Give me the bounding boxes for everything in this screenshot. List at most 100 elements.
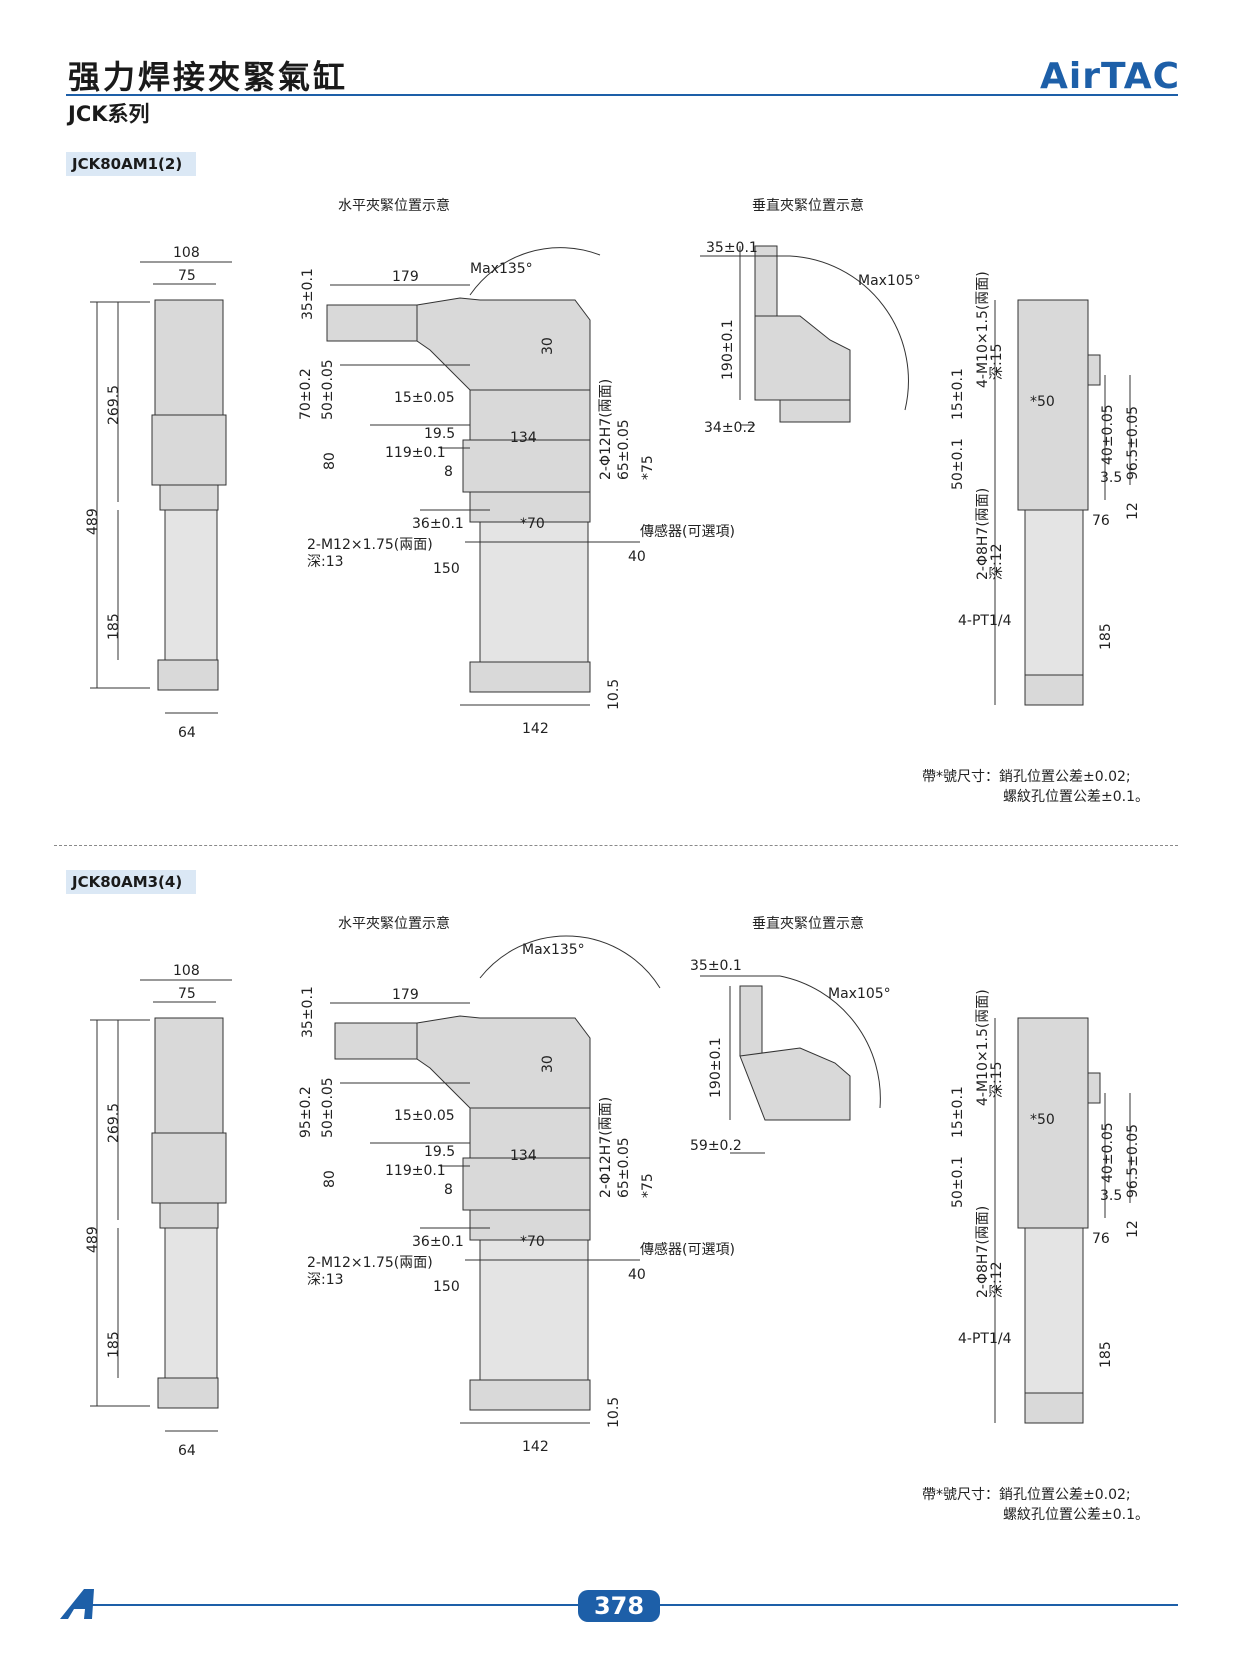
dim-179: 179 [392, 987, 419, 1003]
thread-m12: 2-M12×1.75(兩面) [307, 1255, 433, 1271]
side-dim-12: 12 [1125, 502, 1141, 520]
thread-m10-depth: 深:15 [989, 1061, 1005, 1098]
horizontal-view-title: 水平夾緊位置示意 [338, 915, 450, 932]
side-dim-76: 76 [1092, 513, 1110, 529]
sensor-label: 傳感器(可選項) [640, 523, 735, 540]
section-separator [54, 845, 1178, 846]
dim-75: 75 [178, 986, 196, 1002]
dim-489: 489 [85, 508, 101, 535]
side-dim-15: 15±0.1 [950, 368, 966, 420]
max-angle-h: Max135° [522, 942, 585, 958]
dim-119: 119±0.1 [385, 445, 446, 461]
max-angle-v: Max105° [858, 273, 921, 289]
v-dim-bottom: 59±0.2 [690, 1138, 742, 1154]
dim-70s: *70 [520, 516, 545, 532]
side-dim-965: 96.5±0.05 [1125, 1124, 1141, 1198]
dim-35: 35±0.1 [300, 268, 316, 320]
side-dim-185: 185 [1098, 1341, 1114, 1368]
left-view [90, 261, 232, 714]
thread-m12: 2-M12×1.75(兩面) [307, 537, 433, 553]
side-dim-50: 50±0.1 [950, 438, 966, 490]
dim-75: 75 [178, 268, 196, 284]
dim-142: 142 [522, 1439, 549, 1455]
thread-m10: 4-M10×1.5(兩面) [975, 271, 991, 388]
note-line-1: 帶*號尺寸：銷孔位置公差±0.02; [922, 1487, 1131, 1503]
hole-8: 2-Φ8H7(兩面) [975, 1206, 991, 1298]
side-dim-15: 15±0.1 [950, 1086, 966, 1138]
front-view [330, 935, 661, 1424]
side-dim-35: 3.5 [1100, 470, 1122, 486]
horizontal-view-title: 水平夾緊位置示意 [338, 197, 450, 214]
dim-70s: *70 [520, 1234, 545, 1250]
dim-134: 134 [510, 1148, 537, 1164]
thread-m12-depth: 深:13 [307, 1272, 344, 1288]
dim-95: 95±0.2 [298, 1086, 314, 1138]
dim-65: 65±0.05 [616, 419, 632, 480]
model-tag-1: JCK80AM1(2) [66, 152, 196, 176]
dim-108: 108 [173, 245, 200, 261]
dim-30: 30 [540, 337, 556, 355]
side-view [994, 299, 1131, 706]
model-tag-2: JCK80AM3(4) [66, 870, 196, 894]
dim-269: 269.5 [106, 1103, 122, 1143]
dim-190: 190±0.1 [720, 319, 736, 380]
vertical-view-title: 垂直夾緊位置示意 [752, 915, 864, 932]
dim-64: 64 [178, 725, 196, 741]
dim-150: 150 [433, 561, 460, 577]
v-dim-35: 35±0.1 [690, 958, 742, 974]
v-dim-35: 35±0.1 [706, 240, 758, 256]
front-view [326, 247, 640, 706]
left-view [90, 979, 232, 1432]
dim-195: 19.5 [424, 426, 455, 442]
side-dim-185: 185 [1098, 623, 1114, 650]
sensor-label: 傳感器(可選項) [640, 1241, 735, 1258]
dim-65: 65±0.05 [616, 1137, 632, 1198]
dim-50: 50±0.05 [320, 1077, 336, 1138]
dim-108: 108 [173, 963, 200, 979]
thread-m10: 4-M10×1.5(兩面) [975, 989, 991, 1106]
thread-m12-depth: 深:13 [307, 554, 344, 570]
series-title: JCK系列 [68, 102, 150, 126]
header-rule [66, 94, 1178, 96]
dim-50: 50±0.05 [320, 359, 336, 420]
dim-75s: *75 [640, 1173, 656, 1198]
port-pt14: 4-PT1/4 [958, 1331, 1012, 1347]
side-dim-50: 50±0.1 [950, 1156, 966, 1208]
hole-8-depth: 深:12 [989, 543, 1005, 580]
page-title: 强力焊接夾緊氣缸 [68, 58, 349, 96]
side-dim-40: 40±0.05 [1100, 1122, 1116, 1183]
hole-8-depth: 深:12 [989, 1261, 1005, 1298]
dim-150: 150 [433, 1279, 460, 1295]
max-angle-h: Max135° [470, 261, 533, 277]
dim-8: 8 [444, 464, 453, 480]
side-dim-76: 76 [1092, 1231, 1110, 1247]
v-dim-bottom: 34±0.2 [704, 420, 756, 436]
page-number: 378 [578, 1590, 660, 1622]
dim-142: 142 [522, 721, 549, 737]
side-view [994, 1017, 1131, 1424]
dim-80: 80 [322, 1170, 338, 1188]
hole-12: 2-Φ12H7(兩面) [598, 379, 614, 480]
vertical-view [700, 975, 881, 1154]
side-dim-965: 96.5±0.05 [1125, 406, 1141, 480]
dim-119: 119±0.1 [385, 1163, 446, 1179]
vertical-view [700, 245, 909, 426]
dim-64: 64 [178, 1443, 196, 1459]
footer-logo [60, 1589, 94, 1619]
drawing-section-2: 水平夾緊位置示意 垂直夾緊位置示意 108 75 269.5 489 185 6… [85, 915, 1149, 1523]
side-dim-50s: *50 [1030, 1112, 1055, 1128]
dim-35: 35±0.1 [300, 986, 316, 1038]
dim-36: 36±0.1 [412, 1234, 464, 1250]
dim-80: 80 [322, 452, 338, 470]
max-angle-v: Max105° [828, 986, 891, 1002]
side-dim-40: 40±0.05 [1100, 404, 1116, 465]
hole-8: 2-Φ8H7(兩面) [975, 488, 991, 580]
dim-185: 185 [106, 1331, 122, 1358]
vertical-view-title: 垂直夾緊位置示意 [752, 197, 864, 214]
dim-75s: *75 [640, 455, 656, 480]
dim-70: 70±0.2 [298, 368, 314, 420]
dim-15: 15±0.05 [394, 390, 455, 406]
side-dim-35: 3.5 [1100, 1188, 1122, 1204]
dim-195: 19.5 [424, 1144, 455, 1160]
dim-15: 15±0.05 [394, 1108, 455, 1124]
